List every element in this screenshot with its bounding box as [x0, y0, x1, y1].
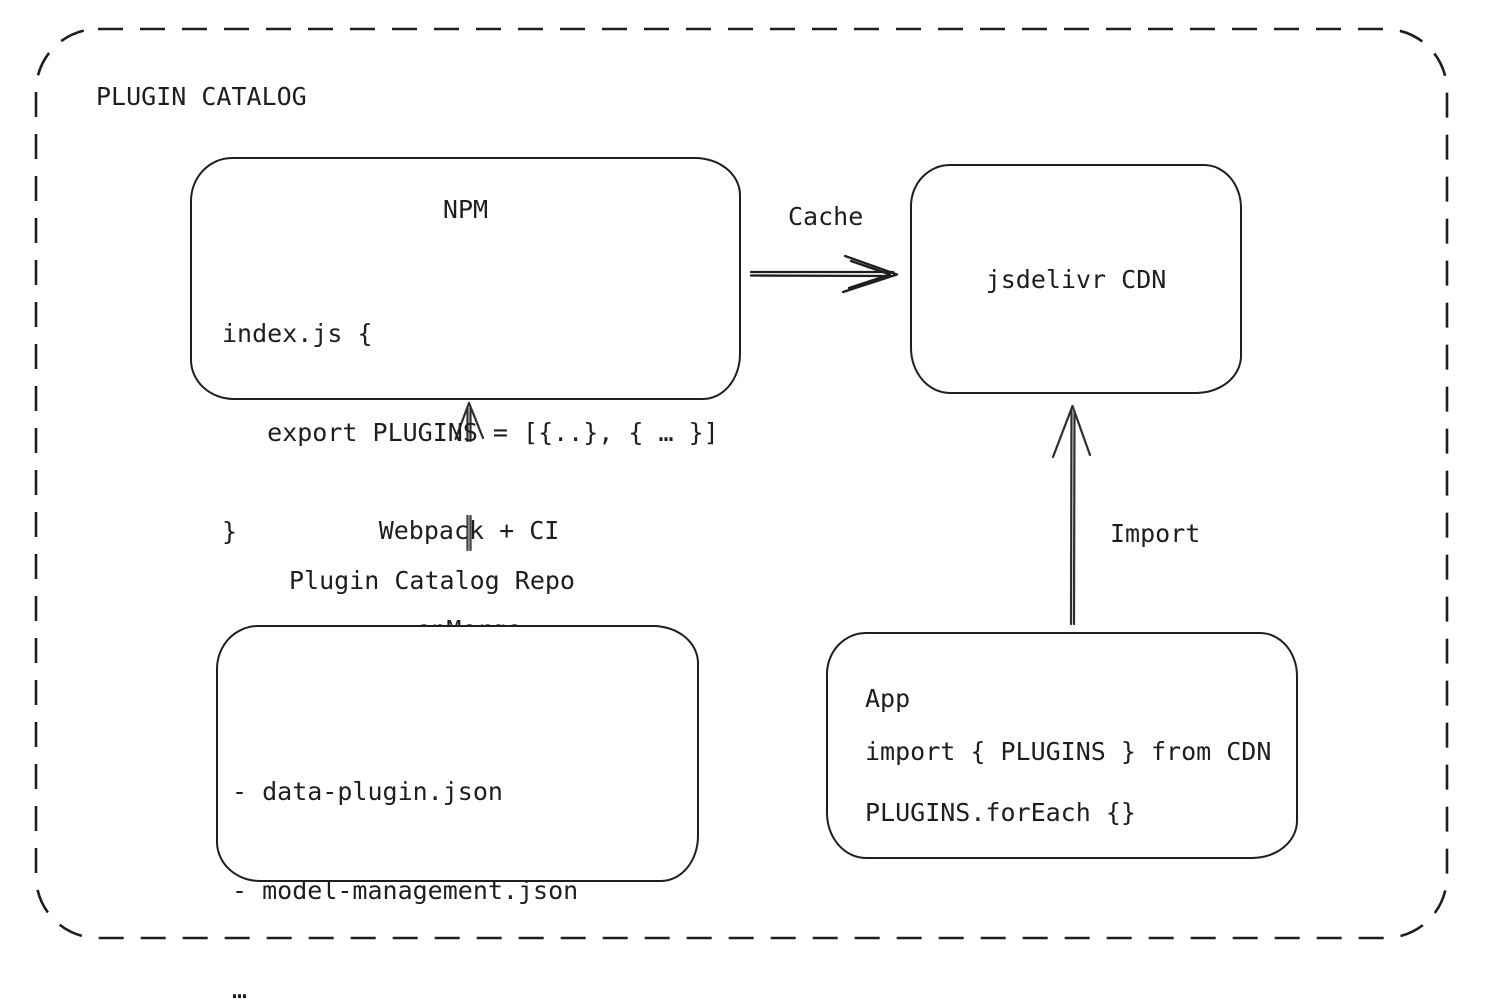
npm-title: NPM	[442, 195, 489, 224]
repo-file-item: - model-management.json	[232, 876, 579, 905]
repo-heading: Plugin Catalog Repo	[289, 566, 575, 595]
repo-file-list: - data-plugin.json - model-management.js…	[232, 709, 578, 1002]
cache-arrow	[749, 254, 899, 294]
diagram-title: PLUGIN CATALOG	[96, 82, 307, 111]
repo-file-item: …	[232, 975, 248, 1002]
npm-code-line: index.js {	[222, 319, 373, 348]
import-arrow	[1051, 404, 1092, 626]
cache-label: Cache	[788, 202, 864, 231]
npm-code: index.js { export PLUGINS = [{..}, { … }…	[222, 251, 719, 614]
cdn-title: jsdelivr CDN	[985, 264, 1167, 294]
repo-file-item: - data-plugin.json	[232, 777, 503, 806]
repo-node: - data-plugin.json - model-management.js…	[216, 625, 699, 1002]
cdn-node: jsdelivr CDN	[910, 164, 1242, 394]
npm-node: NPM index.js { export PLUGINS = [{..}, {…	[190, 157, 741, 546]
npm-code-line: }	[222, 517, 238, 546]
npm-code-line: export PLUGINS = [{..}, { … }]	[222, 418, 719, 447]
app-title: App	[865, 684, 911, 713]
import-label: Import	[1110, 519, 1201, 548]
app-code-import: import { PLUGINS } from CDN	[865, 737, 1272, 766]
webpack-ci-label: Webpack + CI	[378, 516, 560, 545]
app-node: App import { PLUGINS } from CDN PLUGINS.…	[826, 632, 1298, 859]
app-code-foreach: PLUGINS.forEach {}	[865, 798, 1136, 827]
